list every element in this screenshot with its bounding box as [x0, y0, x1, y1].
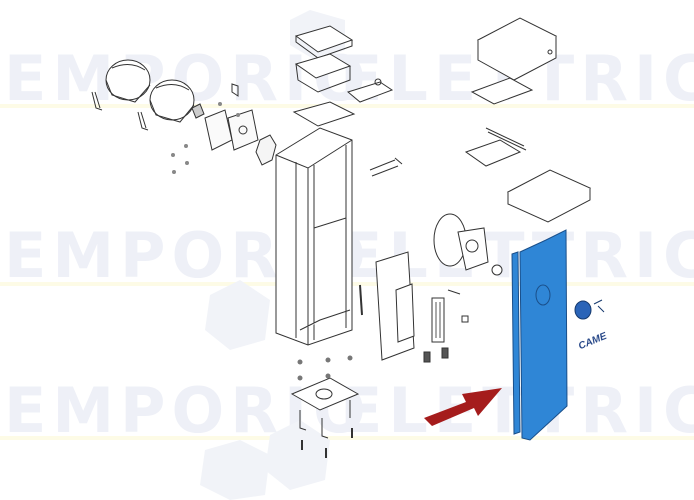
- support-bar: [485, 127, 527, 151]
- mount-plate: [204, 109, 233, 151]
- hub: [191, 103, 205, 119]
- cross-plate: [255, 134, 277, 166]
- anchor-bolts: [299, 400, 351, 439]
- control-panel-board: [375, 251, 415, 361]
- battery-module: [431, 297, 445, 343]
- small-nut: [461, 315, 469, 323]
- anchor-plate: [290, 377, 360, 411]
- round-cover-left: [105, 59, 151, 103]
- switch: [441, 347, 449, 359]
- rod: [359, 284, 363, 316]
- front-cover-panel: [511, 229, 568, 441]
- motor-cover: [476, 17, 558, 81]
- round-cover-right: [149, 79, 195, 123]
- gear-motor: [433, 213, 503, 276]
- bracket: [91, 91, 103, 111]
- bracket: [137, 111, 149, 131]
- small-pin: [447, 289, 461, 295]
- switch: [423, 351, 431, 363]
- circuit-board: [346, 81, 394, 103]
- box-base-plate: [292, 101, 356, 127]
- watermark-underline: [0, 104, 694, 108]
- control-box: [294, 53, 352, 79]
- watermark-underline: [0, 436, 694, 440]
- cabinet-column: [275, 127, 353, 346]
- support-plate: [464, 139, 522, 167]
- lock-cylinder: [574, 299, 605, 320]
- screws: [171, 102, 240, 174]
- base-tray: [506, 169, 592, 223]
- pin-bracket: [369, 157, 403, 177]
- pointer-arrow: [424, 388, 502, 426]
- motor-base-plate: [470, 77, 534, 105]
- anchor-nuts: [297, 355, 353, 381]
